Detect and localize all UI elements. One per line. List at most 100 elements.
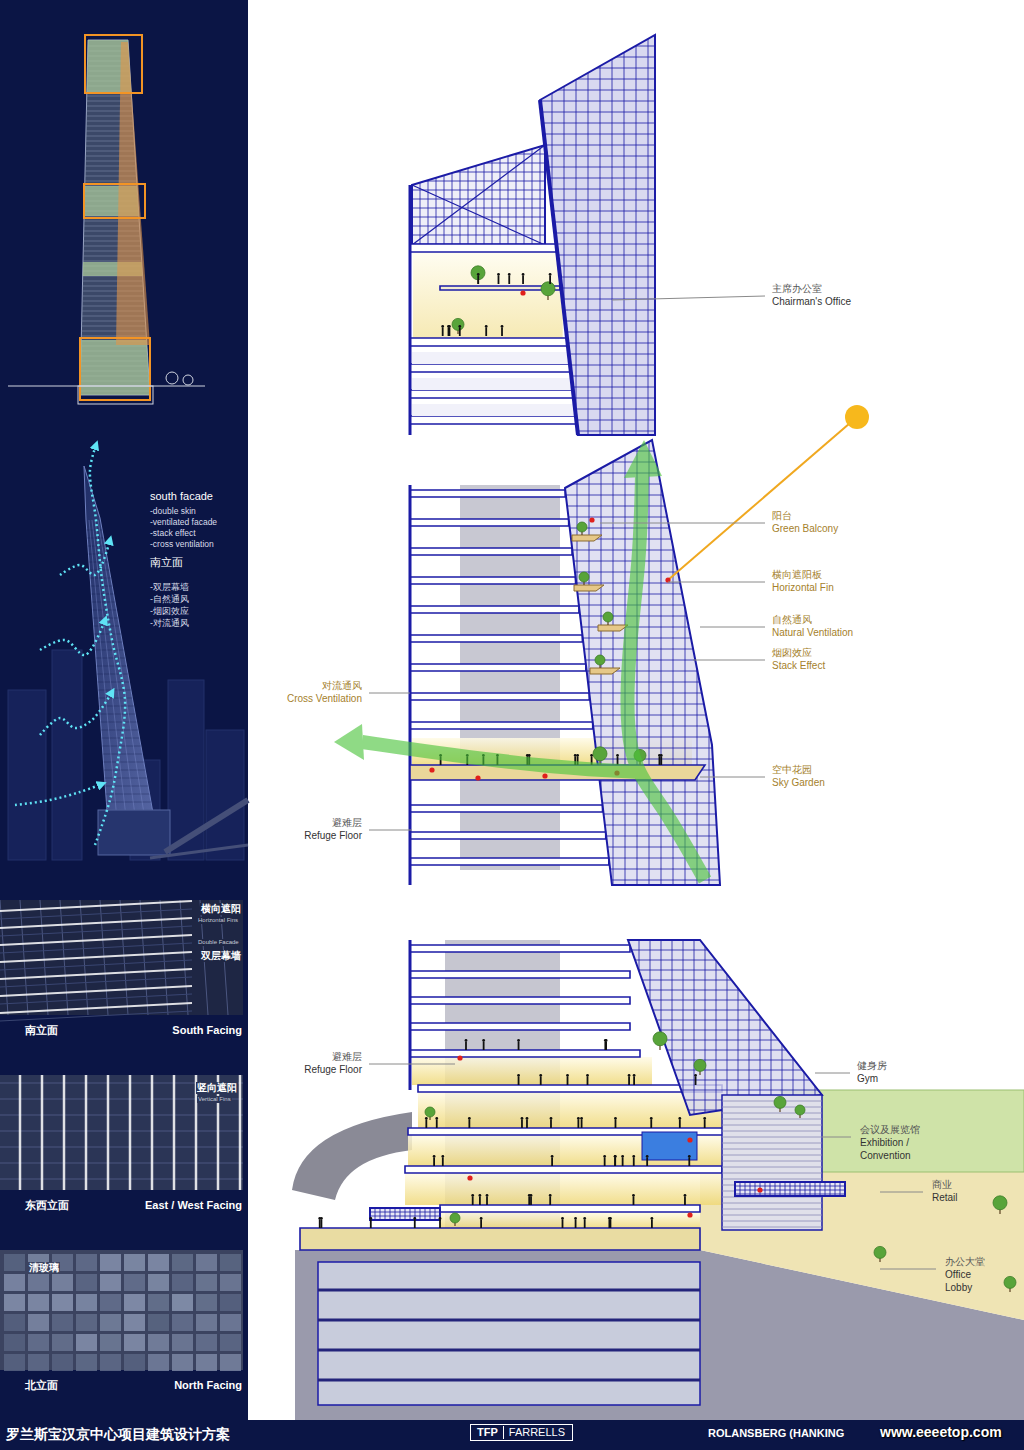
glass-pane [124, 1334, 145, 1351]
transom [565, 726, 720, 727]
transom [0, 1147, 243, 1148]
transom [628, 1080, 822, 1081]
green-balcony [572, 535, 602, 541]
tower-middle [410, 440, 720, 885]
footer-text: ROLANSBERG (HANKING [708, 1427, 844, 1441]
leader-line [600, 523, 765, 524]
footer-bar [0, 1420, 1024, 1450]
person-head [694, 1074, 697, 1077]
panel-background [0, 0, 248, 1420]
mullion [782, 940, 783, 1115]
person [684, 1197, 686, 1205]
person-head [468, 1117, 471, 1120]
road [292, 1112, 412, 1200]
transom [565, 605, 720, 606]
floor-line [104, 770, 145, 771]
floor-slab [410, 997, 630, 1004]
transom [628, 980, 822, 981]
transom [540, 123, 655, 124]
glass-pane [4, 1354, 25, 1371]
person [483, 1042, 485, 1050]
callout-label: 办公大堂 [943, 1256, 987, 1269]
louver [722, 1101, 822, 1102]
floor-slab [410, 858, 609, 865]
tree-symbol [183, 375, 193, 385]
canopy [370, 1208, 440, 1220]
person [608, 1220, 610, 1228]
glass-pane [76, 1314, 97, 1331]
person [604, 1158, 606, 1166]
mullion [60, 900, 68, 1015]
transom [540, 112, 655, 113]
person-head [486, 1194, 489, 1197]
glass-pane [172, 1354, 193, 1371]
glass-pane [172, 1254, 193, 1271]
callout-label: 健身房 [857, 1060, 887, 1073]
highlight-frame [84, 184, 145, 218]
glass-pane [124, 1314, 145, 1331]
person-head [574, 1217, 577, 1220]
louver [722, 1107, 822, 1108]
facade-feature: -双层幕墙 [150, 582, 189, 593]
person [414, 1220, 416, 1228]
mullion [500, 145, 501, 245]
floor-slab [410, 244, 556, 252]
horizontal-fin [0, 901, 192, 911]
mullion [564, 35, 565, 435]
mullion [420, 145, 421, 245]
transom [735, 1186, 845, 1187]
floor-line [99, 698, 132, 699]
glass-pane [220, 1254, 241, 1271]
parking [318, 1262, 700, 1405]
mullion [400, 1208, 401, 1220]
floor-line [105, 786, 148, 787]
airflow-cross [362, 742, 640, 772]
person-head [586, 1074, 589, 1077]
transom [540, 211, 655, 212]
facade-caption: 东西立面 [25, 1199, 69, 1212]
transom [565, 847, 720, 848]
glass-pane [76, 1254, 97, 1271]
leader-line [700, 777, 765, 778]
person [526, 1120, 528, 1128]
glass-facade [565, 440, 720, 885]
callout-label: 对流通风 [322, 680, 362, 693]
person [479, 1197, 481, 1205]
tree [993, 1196, 1007, 1210]
sun [845, 405, 869, 429]
floor-line [97, 674, 128, 675]
glass-facade-frame [540, 35, 655, 435]
mullion [508, 145, 509, 245]
person [486, 1197, 488, 1205]
transom [412, 172, 545, 173]
mullion [628, 940, 629, 1115]
vertical-fin [85, 1075, 88, 1190]
mullion [760, 940, 761, 1115]
transom [370, 1212, 440, 1213]
tree [1004, 1276, 1016, 1288]
glass-pane [100, 1354, 121, 1371]
logo-box: TFPFARRELLS [470, 1424, 573, 1441]
person [704, 1120, 706, 1128]
glass-pane [172, 1294, 193, 1311]
person [614, 1158, 616, 1166]
facade-caption: 北立面 [25, 1379, 58, 1392]
person-head [703, 1117, 706, 1120]
glass-pane [76, 1274, 97, 1291]
person-head [477, 273, 480, 276]
glass-pane [148, 1294, 169, 1311]
lobby-glow [413, 252, 563, 338]
person [485, 328, 487, 336]
person [468, 1120, 470, 1128]
parking-slab [318, 1289, 700, 1292]
person-head [517, 1039, 520, 1042]
floor-line [93, 610, 117, 611]
person [425, 1120, 427, 1128]
person [528, 1197, 530, 1205]
column [409, 185, 412, 435]
leader-line [668, 582, 765, 583]
tree [541, 282, 555, 296]
tower-top [410, 35, 655, 435]
glass-pane [28, 1274, 49, 1291]
